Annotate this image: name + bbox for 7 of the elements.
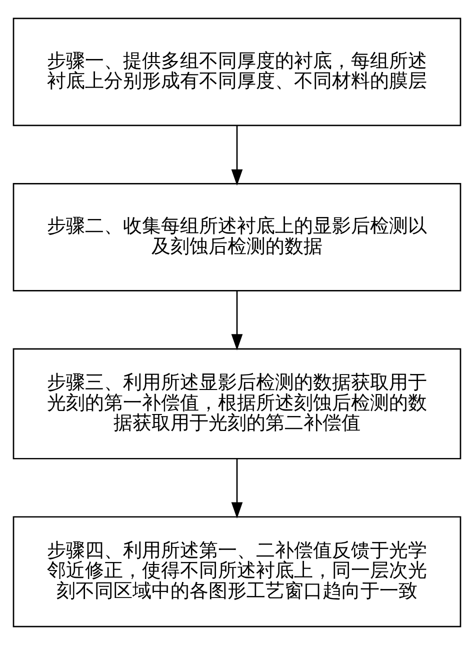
arrow xyxy=(231,458,243,518)
node-box: 步骤四、利用所述第一、二补偿值反馈于光学邻近修正，使得不同所述衬底上，同一层次光刻不同区域中的各图形工艺窗口趋向于一致 xyxy=(12,516,462,628)
arrow xyxy=(231,290,243,350)
node-box: 步骤二、收集每组所述衬底上的显影后检测以及刻蚀后检测的数据 xyxy=(12,182,462,292)
node-box: 步骤三、利用所述显影后检测的数据获取用于光刻的第一补偿值，根据所述刻蚀后检测的数据获取用于光刻的第二补偿值 xyxy=(12,348,462,460)
node-box: 步骤一、提供多组不同厚度的衬底，每组所述衬底上分别形成有不同厚度、不同材料的膜层 xyxy=(12,18,462,126)
arrow xyxy=(231,126,243,186)
